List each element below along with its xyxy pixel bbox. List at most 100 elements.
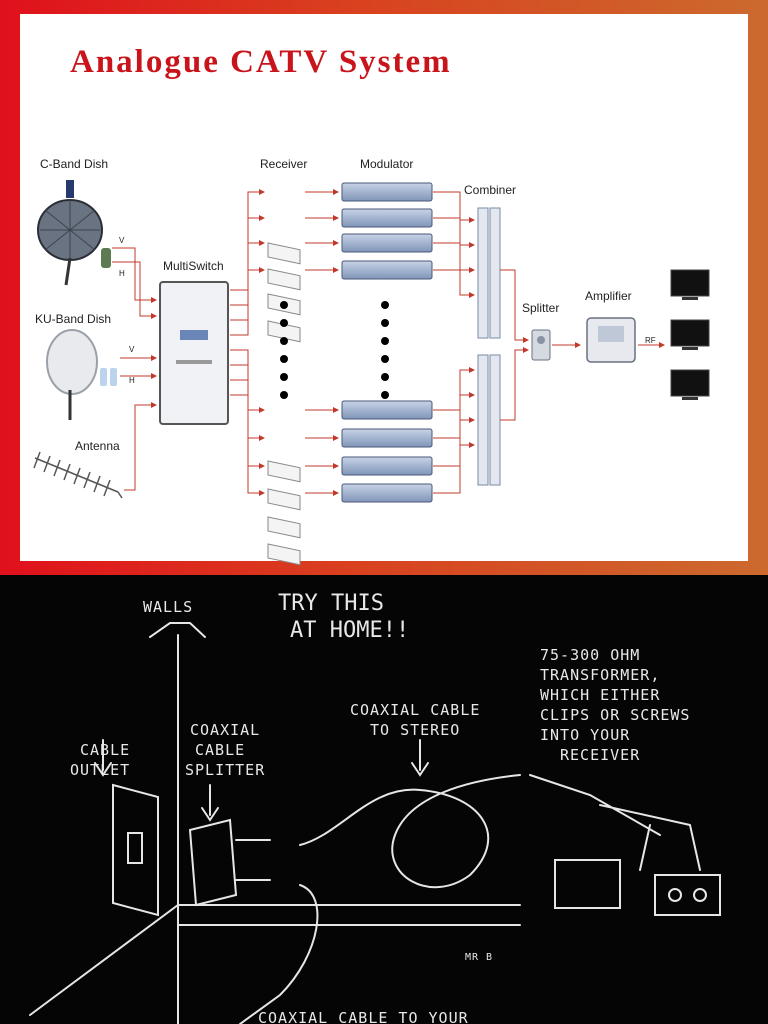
label-multiswitch: MultiSwitch [163, 259, 224, 273]
catv-frame [0, 0, 768, 575]
label-v2: V [129, 345, 135, 354]
tv-icon [670, 269, 710, 300]
combiner-icon [489, 354, 501, 486]
modulators [305, 182, 475, 503]
label-h2: H [129, 376, 135, 385]
multiswitch-icon [159, 281, 229, 425]
receivers [267, 242, 301, 566]
transformer-line6: RECEIVER [560, 746, 640, 764]
cband-dish-icon [37, 180, 111, 286]
cable-outlet-line2: OUTLET [70, 761, 130, 779]
modulator-icon [341, 456, 433, 476]
receiver-icon [267, 488, 301, 511]
label-cband-dish: C-Band Dish [40, 157, 108, 171]
modulator-to-combiner-arrow [433, 442, 475, 494]
label-splitter: Splitter [522, 301, 559, 315]
coax-cable-to-stereo [299, 774, 521, 889]
modulator-to-combiner-arrow [433, 191, 475, 223]
receiver-icon [267, 268, 301, 291]
combiner-icon [477, 354, 489, 486]
label-rf: RF [645, 336, 656, 345]
transformer-line2: TRANSFORMER, [540, 666, 660, 684]
label-h1: H [119, 269, 125, 278]
multiswitch-output-arrow [230, 379, 265, 469]
label-combiner: Combiner [464, 183, 516, 197]
outlet-jack [127, 832, 143, 864]
label-antenna: Antenna [75, 439, 120, 453]
receiver-icon [267, 543, 301, 566]
input-arrows [112, 247, 157, 491]
multiswitch-output-arrow [230, 364, 265, 441]
wall-plate-icon [654, 874, 721, 916]
transformer-icon [529, 774, 701, 871]
cable-outlet-line1: CABLE [80, 741, 130, 759]
multiswitch-output-arrow [230, 215, 265, 306]
modulator-icon [341, 233, 433, 253]
label-v1: V [119, 236, 125, 245]
label-modulator: Modulator [360, 157, 413, 171]
antenna-icon [33, 451, 123, 499]
coax-cable-down [239, 884, 319, 1024]
multiswitch-output-arrow [230, 394, 265, 496]
dot [280, 391, 288, 399]
multiswitch-to-receiver-arrows [230, 189, 265, 496]
amplifier-icon [586, 317, 636, 363]
walls-arrow [149, 622, 206, 638]
modulator-to-combiner-arrow [433, 367, 475, 411]
dot [280, 355, 288, 363]
tv-icon [670, 319, 710, 350]
coax-splitter-line2: CABLE [195, 741, 245, 759]
floor-line [29, 904, 521, 1016]
transformer-line3: WHICH EITHER [540, 686, 660, 704]
tv-icon [670, 369, 710, 400]
modulator-to-combiner-arrow [433, 269, 475, 298]
dot [381, 391, 389, 399]
dot [280, 301, 288, 309]
splitter-pointer-arrow [201, 784, 219, 822]
modulator-to-combiner-arrow [433, 392, 475, 439]
dot [381, 373, 389, 381]
coax-splitter-line1: COAXIAL [190, 721, 260, 739]
walls-label: WALLS [143, 598, 193, 616]
combiner-to-splitter-arrows [500, 269, 529, 421]
transformer-line4: CLIPS OR SCREWS [540, 706, 690, 724]
try-this-line2: AT HOME!! [290, 618, 409, 643]
wall-plate-icon [554, 859, 621, 909]
dot [381, 337, 389, 345]
modulator-to-combiner-arrow [433, 417, 475, 467]
kuband-dish-icon [46, 329, 117, 420]
modulator-icon [341, 428, 433, 448]
modulator-to-combiner-arrow [433, 242, 475, 273]
label-kuband-dish: KU-Band Dish [35, 312, 111, 326]
combiner-icon [489, 207, 501, 339]
receiver-icon [267, 242, 301, 265]
dot [381, 319, 389, 327]
dot [280, 337, 288, 345]
diagram-title: Analogue CATV System [70, 44, 452, 80]
receiver-icon [267, 460, 301, 483]
sketch-panel: WALLS TRY THIS AT HOME!! 75-300 OHM TRAN… [0, 575, 768, 1024]
modulator-icon [341, 260, 433, 280]
home-coax-sketch: WALLS TRY THIS AT HOME!! 75-300 OHM TRAN… [29, 591, 721, 1024]
multiswitch-output-arrow [230, 240, 265, 321]
dot [280, 319, 288, 327]
ellipsis-dots [280, 301, 389, 399]
modulator-icon [341, 208, 433, 228]
modulator-icon [341, 400, 433, 420]
catv-diagram: C-Band Dish KU-Band Dish Antenna MultiSw… [33, 157, 710, 566]
dot [280, 373, 288, 381]
outlet-pointer-arrow [94, 739, 112, 777]
coax-splitter-icon [188, 818, 238, 907]
coax-splitter-line3: SPLITTER [185, 761, 265, 779]
signature: MR B [465, 952, 493, 963]
modulator-to-combiner-arrow [433, 217, 475, 248]
modulator-icon [341, 483, 433, 503]
multiswitch-output-arrow [230, 189, 265, 291]
transformer-line5: INTO YOUR [540, 726, 630, 744]
transformer-line1: 75-300 OHM [540, 646, 640, 664]
modulator-icon [341, 182, 433, 202]
receiver-icon [267, 516, 301, 539]
label-amplifier: Amplifier [585, 289, 632, 303]
dot [381, 301, 389, 309]
label-receiver: Receiver [260, 157, 307, 171]
